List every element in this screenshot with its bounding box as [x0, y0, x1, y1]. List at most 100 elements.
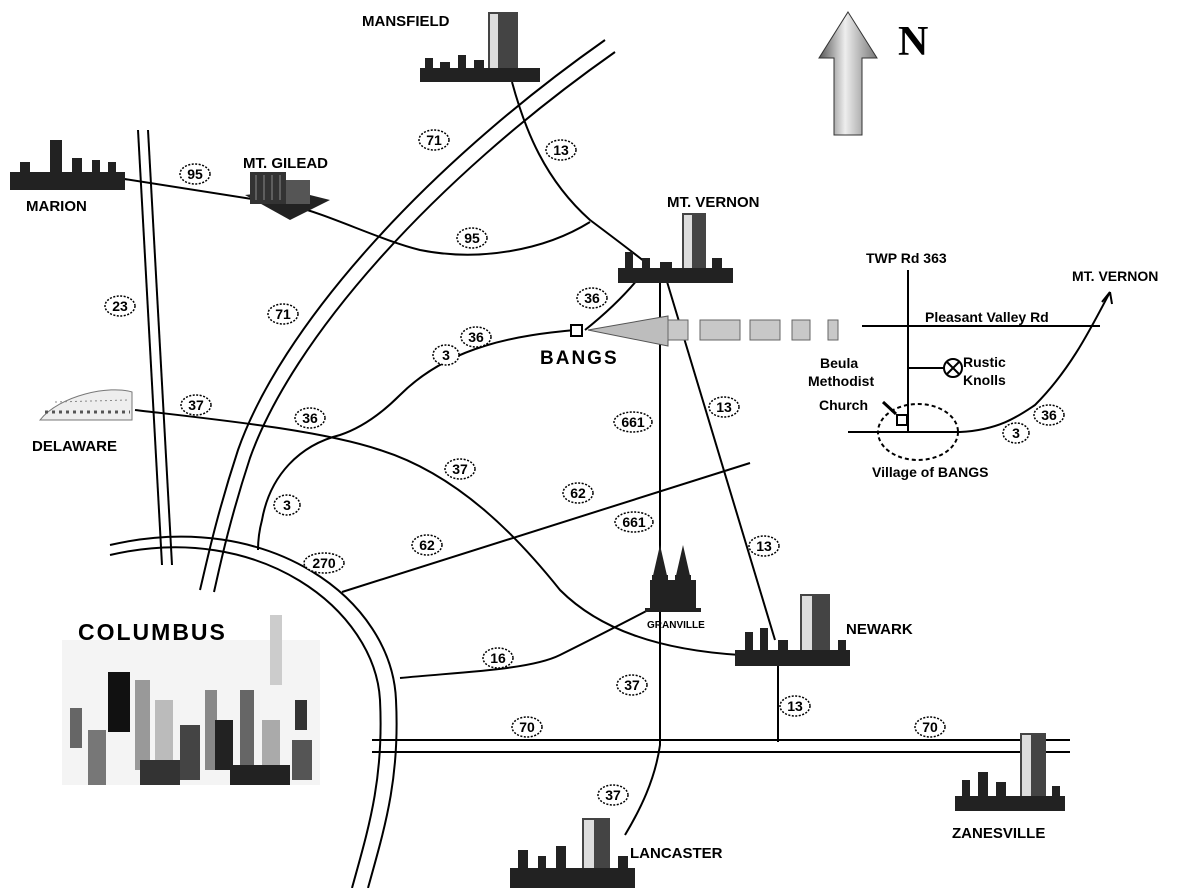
village-of-bangs-label: Village of BANGS	[872, 464, 988, 480]
svg-text:661: 661	[621, 414, 645, 430]
route-shield: 36	[576, 287, 608, 309]
route-shield: 37	[180, 394, 212, 416]
route-3-36-inset-road	[848, 291, 1111, 433]
arrow-dash-5	[827, 319, 839, 341]
route-shield: 36	[294, 407, 326, 429]
svg-text:13: 13	[787, 698, 803, 714]
inset-mt-vernon-label: MT. VERNON	[1072, 268, 1158, 284]
route-shield: 37	[597, 784, 629, 806]
interstate-71-road-inner	[213, 51, 616, 593]
newark-skyline-icon	[735, 594, 850, 666]
svg-text:70: 70	[922, 719, 938, 735]
rustic-knolls-label-line2: Knolls	[963, 372, 1006, 388]
compass-north-label: N	[898, 19, 928, 65]
church-label-line3: Church	[819, 397, 868, 413]
route-shield: 95	[456, 227, 488, 249]
arrow-dash-3	[749, 319, 781, 341]
bangs-inset-map	[848, 270, 1113, 461]
bangs-pointer-arrow	[570, 315, 839, 347]
route-shield: 23	[104, 295, 136, 317]
columbus-label: COLUMBUS	[78, 619, 227, 645]
svg-text:13: 13	[553, 142, 569, 158]
route-16-road	[399, 607, 653, 679]
route-37-road	[134, 409, 741, 656]
route-shield: 62	[411, 534, 443, 556]
church-pointer	[881, 400, 898, 416]
church-label-line2: Methodist	[808, 373, 874, 389]
route-95-road	[117, 177, 591, 256]
columbus-skyline-icon	[62, 615, 320, 785]
svg-text:270: 270	[312, 555, 336, 571]
twp-rd-363-label: TWP Rd 363	[866, 250, 947, 266]
interstate-270-road-inner	[109, 535, 398, 888]
route-23-road	[137, 129, 163, 566]
route-shield: 13	[545, 139, 577, 161]
rustic-knolls-icon	[943, 358, 963, 378]
route-shield: 37	[616, 674, 648, 696]
route-shield: 62	[562, 482, 594, 504]
bangs-label: BANGS	[540, 348, 619, 369]
route-shield: 95	[179, 163, 211, 185]
svg-text:16: 16	[490, 650, 506, 666]
pleasant-valley-rd-label: Pleasant Valley Rd	[925, 309, 1049, 325]
svg-text:3: 3	[283, 497, 291, 513]
mt-vernon-label: MT. VERNON	[667, 194, 760, 211]
lancaster-skyline-icon	[510, 818, 635, 888]
route-shield: 16	[482, 647, 514, 669]
arrow-dash-4	[791, 319, 811, 341]
route-shield: 36	[460, 326, 492, 348]
svg-text:70: 70	[519, 719, 535, 735]
church-label-line1: Beula	[820, 355, 858, 371]
mansfield-label: MANSFIELD	[362, 13, 450, 30]
route-shield: 13	[708, 396, 740, 418]
route-62-road	[341, 462, 751, 593]
svg-text:661: 661	[622, 514, 646, 530]
route-shield: 37	[444, 458, 476, 480]
svg-text:71: 71	[426, 132, 442, 148]
route-shield: 3	[1002, 422, 1030, 444]
mt-vernon-skyline-icon	[618, 213, 733, 283]
route-shield: 13	[748, 535, 780, 557]
delaware-label: DELAWARE	[32, 438, 117, 455]
svg-text:13: 13	[756, 538, 772, 554]
arrow-dash-1	[667, 319, 689, 341]
village-boundary	[877, 403, 959, 461]
route-661-road	[624, 280, 661, 836]
route-shield: 3	[273, 494, 301, 516]
route-shield: 71	[418, 129, 450, 151]
marion-label: MARION	[26, 198, 87, 215]
arrow-dash-2	[699, 319, 741, 341]
svg-text:37: 37	[605, 787, 621, 803]
newark-label: NEWARK	[846, 621, 913, 638]
route-13-north-road	[511, 81, 646, 263]
route-shield: 70	[511, 716, 543, 738]
route-3-road	[257, 329, 576, 551]
granville-label: GRANVILLE	[647, 620, 705, 631]
route-shield: 71	[267, 303, 299, 325]
svg-text:36: 36	[468, 329, 484, 345]
lancaster-label: LANCASTER	[630, 845, 723, 862]
bangs-marker	[570, 324, 583, 337]
svg-text:95: 95	[187, 166, 203, 182]
svg-text:37: 37	[188, 397, 204, 413]
route-shield: 270	[303, 552, 345, 574]
zanesville-label: ZANESVILLE	[952, 825, 1045, 842]
svg-text:23: 23	[112, 298, 128, 314]
granville-church-icon	[645, 545, 701, 612]
svg-text:37: 37	[452, 461, 468, 477]
svg-text:62: 62	[570, 485, 586, 501]
svg-text:36: 36	[584, 290, 600, 306]
svg-text:13: 13	[716, 399, 732, 415]
marion-skyline-icon	[10, 140, 125, 190]
svg-text:37: 37	[624, 677, 640, 693]
svg-text:95: 95	[464, 230, 480, 246]
route-shields: 95 95 71 71 13 13 13 13 23 36 36 36 36 3…	[104, 129, 1065, 806]
svg-text:71: 71	[275, 306, 291, 322]
route-23-road-inner	[147, 129, 173, 566]
svg-text:62: 62	[419, 537, 435, 553]
arrow-head-icon	[587, 315, 669, 347]
svg-text:36: 36	[1041, 407, 1057, 423]
route-shield: 661	[614, 511, 654, 533]
delaware-stadium-icon	[38, 389, 133, 421]
